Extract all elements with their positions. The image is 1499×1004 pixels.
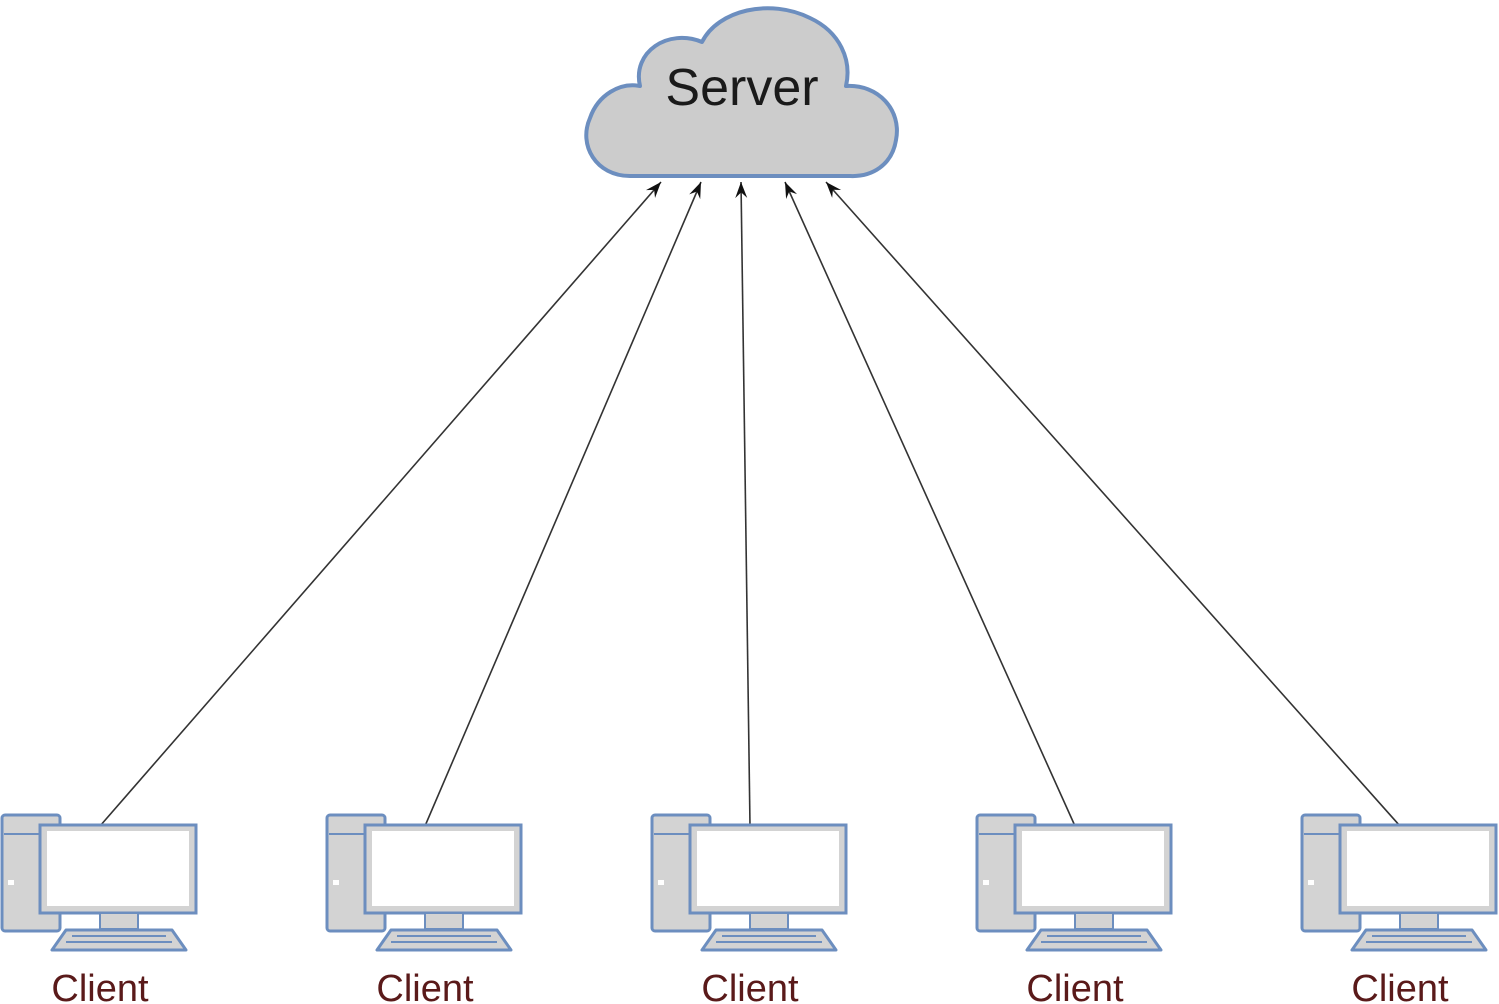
client-label: Client — [1351, 968, 1449, 1004]
tower-power-light — [1308, 880, 1314, 885]
monitor-stand — [749, 912, 789, 930]
monitor-stand — [424, 912, 464, 930]
server-cloud[interactable]: Server — [584, 6, 899, 179]
keyboard — [375, 928, 513, 952]
keyboard — [700, 928, 838, 952]
tower-power-light — [658, 880, 664, 885]
cloud-shape — [584, 6, 899, 179]
keyboard — [1350, 928, 1488, 952]
client-1[interactable]: Client — [0, 813, 198, 1004]
client-label: Client — [701, 968, 799, 1004]
edges — [99, 181, 1401, 827]
tower-power-light — [983, 880, 989, 885]
monitor-stand — [1074, 912, 1114, 930]
server-label: Server — [665, 59, 818, 117]
edge-client-5 — [825, 181, 1401, 827]
client-5[interactable]: Client — [1300, 813, 1498, 1004]
monitor-screen — [372, 831, 514, 906]
arrowhead-3 — [735, 182, 748, 199]
arrowhead-2 — [689, 182, 701, 200]
monitor-screen — [1347, 831, 1489, 906]
edge-client-3 — [740, 181, 751, 827]
keyboard — [50, 928, 188, 952]
client-4[interactable]: Client — [975, 813, 1173, 1004]
edge-client-4 — [784, 181, 1076, 827]
monitor-stand — [1399, 912, 1439, 930]
clients: Client Client Client Client Client — [0, 813, 1498, 1004]
arrowhead-1 — [645, 182, 661, 199]
client-label: Client — [51, 968, 149, 1004]
monitor-screen — [697, 831, 839, 906]
arrowhead-4 — [785, 182, 798, 200]
monitor-stand — [99, 912, 139, 930]
client-label: Client — [1026, 968, 1124, 1004]
arrowheads — [645, 182, 842, 200]
client-2[interactable]: Client — [325, 813, 523, 1004]
monitor-screen — [47, 831, 189, 906]
tower-power-light — [333, 880, 339, 885]
keyboard — [1025, 928, 1163, 952]
client-label: Client — [376, 968, 474, 1004]
client-3[interactable]: Client — [650, 813, 848, 1004]
arrowhead-5 — [826, 182, 842, 198]
tower-power-light — [8, 880, 14, 885]
edge-client-1 — [99, 181, 662, 827]
edge-client-2 — [424, 181, 702, 827]
monitor-screen — [1022, 831, 1164, 906]
